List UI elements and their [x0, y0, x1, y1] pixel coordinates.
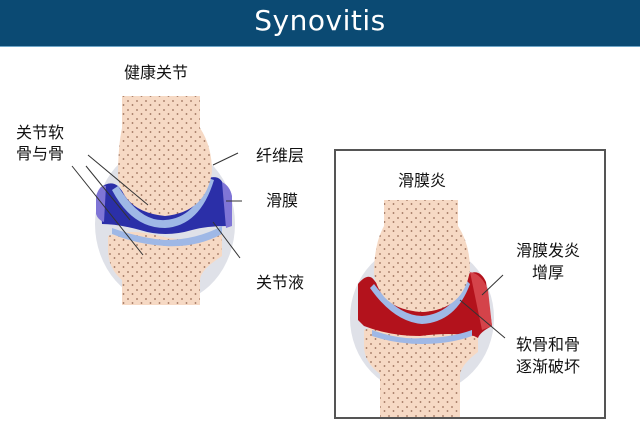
healthy-joint-title: 健康关节	[124, 63, 189, 82]
synovitis-joint-illustration	[350, 200, 506, 417]
synovitis-joint-title: 滑膜炎	[398, 171, 447, 190]
label-fibrous-layer: 纤维层	[256, 146, 305, 165]
label-synovium: 滑膜	[266, 191, 299, 210]
page-title: Synovitis	[254, 4, 386, 37]
healthy-joint-illustration	[71, 96, 242, 305]
title-banner: Synovitis	[0, 0, 640, 47]
label-inflamed-line2: 增厚	[532, 263, 565, 282]
label-cartilage-bone-line2: 骨与骨	[16, 144, 65, 163]
label-destruction-line1: 软骨和骨	[516, 335, 581, 354]
label-synovial-fluid: 关节液	[256, 273, 305, 292]
label-cartilage-bone-line1: 关节软	[16, 123, 65, 142]
label-inflamed-line1: 滑膜发炎	[516, 241, 581, 260]
synovitis-panel-frame	[334, 149, 606, 419]
label-destruction-line2: 逐渐破坏	[516, 357, 581, 376]
